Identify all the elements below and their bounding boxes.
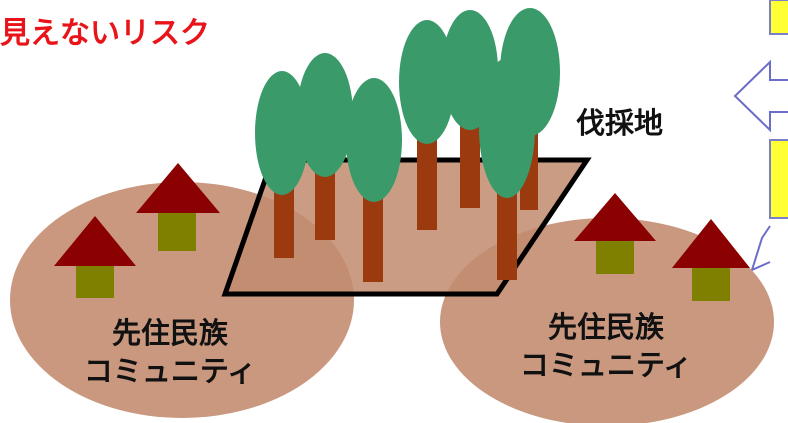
note-box-top — [769, 0, 788, 35]
house-icon — [574, 193, 656, 274]
community-label-right: 先住民族 コミュニティ — [478, 308, 734, 384]
community-label-left: 先住民族 コミュニティ — [40, 314, 300, 390]
community-area-right — [440, 218, 774, 423]
community-label-line1: 先住民族 — [547, 310, 664, 344]
community-label-line1: 先住民族 — [111, 316, 228, 350]
logging-site-label: 伐採地 — [576, 106, 664, 140]
house-icon — [136, 163, 220, 251]
note-box-middle — [769, 139, 788, 219]
arrow-left-icon — [733, 59, 788, 133]
tree-icon — [255, 8, 560, 202]
callout-pointer — [750, 225, 771, 272]
community-label-line2: コミュニティ — [83, 354, 257, 388]
house-icon — [54, 216, 136, 298]
page-title: 見えないリスク — [0, 16, 210, 51]
community-label-line2: コミュニティ — [519, 348, 693, 382]
house-icon — [672, 219, 750, 301]
